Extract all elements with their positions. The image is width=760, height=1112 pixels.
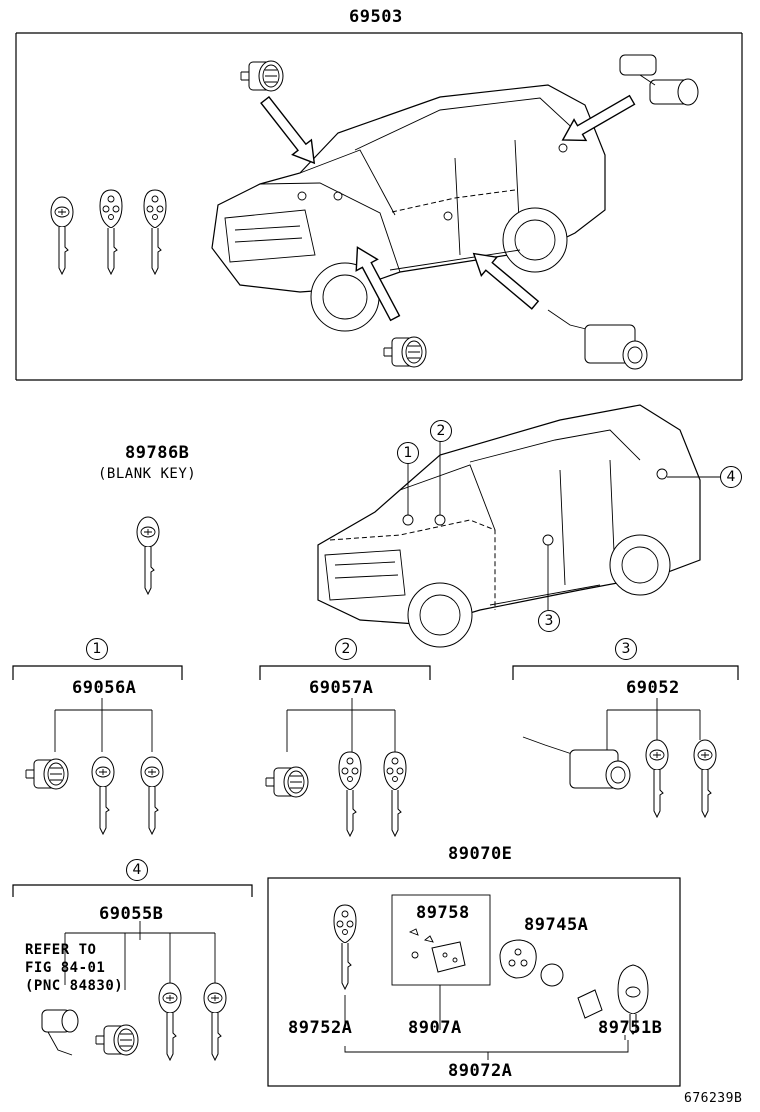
key-remote [333,904,357,990]
group-2-marker: 2 [335,638,357,660]
transmitter-kit-part-number: 89070E [448,844,513,864]
arrow [254,91,325,172]
cover [577,989,603,1019]
blank-key [136,516,160,595]
lock-cylinder [265,766,309,798]
vehicle-middle [317,404,701,648]
group-4-marker: 4 [126,859,148,881]
key-remote [143,189,167,275]
key-transponder [140,756,164,835]
battery [540,963,564,987]
lock-door [522,736,631,790]
refer-note-line-2: FIG 84-01 [25,960,106,976]
lock-cylinder [383,336,427,368]
part-8907A: 8907A [408,1018,462,1038]
transmitter-case [499,939,537,979]
key-transponder [91,756,115,835]
group-3-part-number: 69052 [626,678,680,698]
key-transponder [617,964,649,1035]
key-remote [99,189,123,275]
key-transponder [50,196,74,275]
transmitter-parts [408,928,466,973]
group-1-part-number: 69056A [72,678,137,698]
group-1-marker: 1 [86,638,108,660]
marker-2: 2 [430,420,452,442]
part-89752A: 89752A [288,1018,353,1038]
key-transponder [158,982,182,1061]
marker-1: 1 [397,442,419,464]
refer-note-line-3: (PNC 84830) [25,978,124,994]
group-2-part-number: 69057A [309,678,374,698]
lock-back-door [41,1009,79,1056]
lock-cylinder [95,1024,139,1056]
lock-cylinder [240,60,284,92]
lock-cylinder [25,758,69,790]
key-transponder [693,739,717,818]
group-4-part-number: 69055B [99,904,164,924]
inner-box-part-number: 89758 [416,903,470,923]
group-3-marker: 3 [615,638,637,660]
lock-back-door [619,54,699,106]
top-part-number: 69503 [349,7,403,27]
key-transponder [203,982,227,1061]
key-remote [383,751,407,837]
diagram-id: 676239B [684,1091,743,1106]
subassembly-part-number: 89072A [448,1061,513,1081]
key-transponder [645,739,669,818]
marker-4: 4 [720,466,742,488]
part-89751B: 89751B [598,1018,663,1038]
arrow [556,88,639,152]
blank-key-caption: (BLANK KEY) [98,466,197,482]
refer-note-line-1: REFER TO [25,942,97,958]
vehicle-top [211,84,606,332]
lock-door [547,309,648,370]
key-remote [338,751,362,837]
blank-key-part-number: 89786B [125,443,190,463]
part-89745A: 89745A [524,915,589,935]
marker-3: 3 [538,610,560,632]
